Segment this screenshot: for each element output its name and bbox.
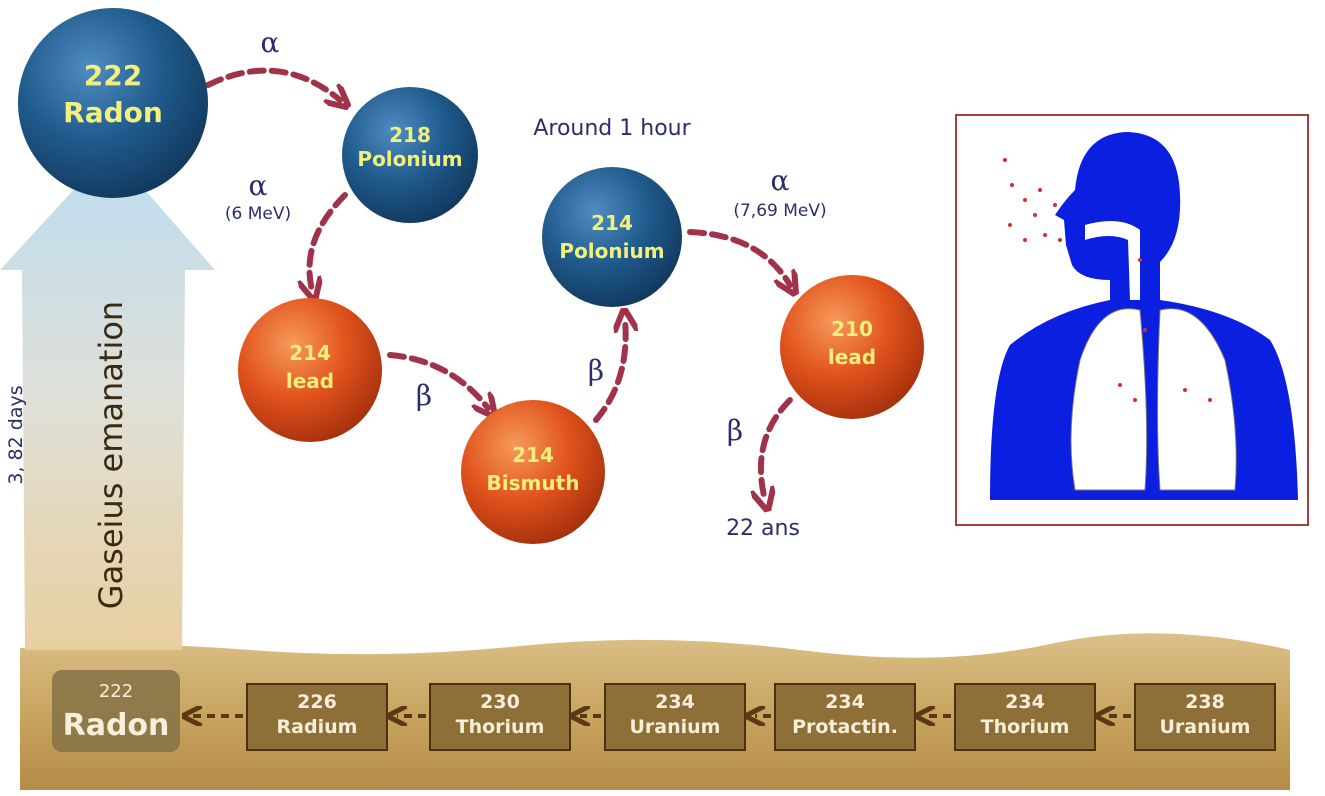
chain-name: Uranium (630, 716, 721, 738)
chain-number: 222 (99, 681, 133, 702)
decay-arrow-pb210-end (761, 397, 793, 500)
chain-box (954, 683, 1096, 751)
nuclide-number: 214 (289, 341, 331, 365)
chain-number: 230 (480, 691, 520, 713)
nuclide-name: Radon (63, 96, 163, 129)
chain-number: 234 (825, 691, 865, 713)
chain-name: Radon (63, 708, 170, 743)
nuclide-lead-210: 210 lead (780, 275, 924, 419)
nuclide-name: Polonium (357, 147, 462, 171)
chain-name: Thorium (981, 716, 1070, 738)
nuclide-name: lead (828, 345, 876, 369)
chain-box (1134, 683, 1276, 751)
decay-arrow-po218-pb214 (309, 192, 348, 290)
emanation-label: Gaseius emanation (92, 301, 130, 609)
half-life-label: 3, 82 days (5, 385, 27, 484)
around-hour-label: Around 1 hour (533, 116, 691, 141)
ground-chain: 222 Radon 226Radium230Thorium234Uranium2… (52, 670, 1276, 752)
nuclide-radon-222: 222 Radon (18, 8, 208, 198)
alpha-label: α (249, 169, 268, 202)
chain-number: 234 (655, 691, 695, 713)
nuclide-name: Bismuth (487, 471, 580, 495)
beta-label: β (727, 414, 743, 447)
chain-name: Radium (277, 716, 358, 738)
lung-illustration (955, 114, 1309, 526)
alpha-label: α (261, 26, 280, 59)
nuclide-polonium-214: 214 Polonium (542, 167, 682, 307)
nuclide-number: 214 (512, 443, 554, 467)
nuclide-number: 222 (84, 59, 142, 92)
chain-box (246, 683, 388, 751)
beta-label: β (416, 379, 432, 412)
chain-name: Thorium (456, 716, 545, 738)
alpha-label: α (771, 164, 790, 197)
decay-arrow-bi214-po214 (593, 320, 626, 423)
chain-number: 238 (1185, 691, 1225, 713)
nuclide-number: 210 (831, 317, 873, 341)
nuclide-polonium-218: 218 Polonium (342, 87, 478, 223)
nuclide-number: 218 (389, 123, 431, 147)
nuclide-lead-214: 214 lead (238, 298, 382, 442)
chain-name: Uranium (1160, 716, 1251, 738)
alpha-energy-label: (6 MeV) (225, 204, 291, 224)
nuclide-name: lead (286, 369, 334, 393)
beta-label: β (588, 354, 604, 387)
decay-arrow-po214-pb210 (687, 229, 790, 285)
chain-number: 234 (1005, 691, 1045, 713)
nuclide-bismuth-214: 214 Bismuth (461, 400, 605, 544)
nuclide-name: Polonium (559, 239, 664, 263)
chain-box (774, 683, 916, 751)
alpha-energy-label: (7,69 MeV) (733, 201, 826, 221)
chain-number: 226 (297, 691, 337, 713)
end-time-label: 22 ans (726, 516, 800, 541)
emanation-arrow (0, 150, 215, 650)
chain-box (604, 683, 746, 751)
decay-arrow-pb214-bi214 (387, 352, 488, 408)
chain-name: Protactin. (792, 716, 898, 738)
nuclide-number: 214 (591, 211, 633, 235)
decay-arrow-rn222-po218 (205, 67, 340, 100)
